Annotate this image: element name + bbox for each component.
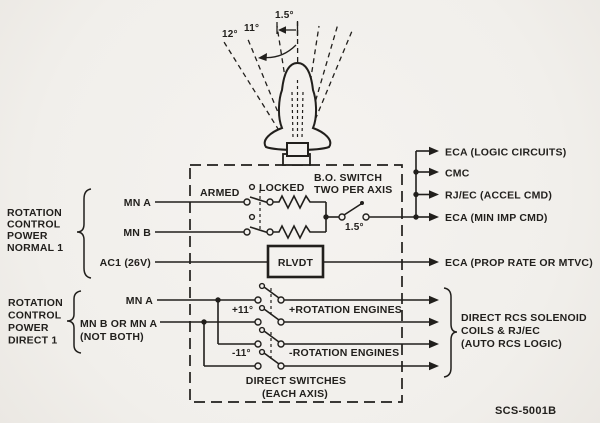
direct-section-circuit: +11° -11° +ROTATION ENGINES -ROTATION EN… (157, 282, 587, 400)
armed-locked-switch (243, 183, 274, 236)
out-eca-minimp: ECA (MIN IMP CMD) (445, 212, 548, 224)
out-rjec-accel: RJ/EC (ACCEL CMD) (445, 190, 552, 202)
figure-code: SCS-5001B (495, 405, 556, 417)
hand-controller-grip (263, 61, 332, 151)
deflection-annotations: 12° 11° 1.5° (222, 10, 299, 61)
grip-stem (286, 142, 309, 157)
sweep-arrowhead (258, 53, 267, 61)
mnb-normal-label: MN B (123, 227, 151, 239)
minus-rotation-engines-label: -ROTATION ENGINES (289, 347, 399, 359)
normal-group-line2: CONTROL (7, 219, 61, 231)
minus11-direct-switch (254, 326, 285, 370)
plus11-label: +11° (232, 305, 253, 316)
minus11-label: -11° (232, 348, 251, 359)
normal-group-line4: NORMAL 1 (7, 242, 63, 254)
mna-direct-label: MN A (126, 295, 153, 307)
direct-group-line1: ROTATION (8, 297, 63, 309)
bo-switch-label2: TWO PER AXIS (314, 184, 392, 196)
out-eca-prop: ECA (PROP RATE OR MTVC) (445, 257, 593, 269)
deg15-arrowhead (278, 26, 286, 34)
bo-switch (338, 201, 370, 221)
direct-group-line3: POWER (8, 322, 49, 334)
bo-switch-label1: B.O. SWITCH (314, 172, 382, 184)
plus11-direct-switch (254, 282, 285, 326)
label-11deg: 11° (244, 23, 259, 34)
normal-group-line3: POWER (7, 230, 48, 242)
out-direct-rcs2: COILS & RJ/EC (461, 325, 540, 337)
direct-output-brace (443, 287, 458, 378)
direct-output-lines (284, 295, 439, 371)
rotation-control-power-normal-group: ROTATION CONTROL POWER NORMAL 1 MN A MN … (7, 188, 151, 279)
prop-arrowhead (429, 257, 439, 267)
mnb-direct-label1: MN B OR MN A (80, 318, 157, 330)
direct-group-line2: CONTROL (8, 310, 62, 322)
label-1p5deg: 1.5° (275, 10, 294, 21)
plus-rotation-engines-label: +ROTATION ENGINES (289, 304, 402, 316)
mnb-direct-label2: (NOT BOTH) (80, 331, 144, 343)
rlvdt-label: RLVDT (278, 257, 314, 269)
ac1-label: AC1 (26V) (100, 257, 151, 269)
rotation-control-power-direct-group: ROTATION CONTROL POWER DIRECT 1 MN A MN … (8, 290, 157, 354)
label-12deg: 12° (222, 29, 238, 40)
armed-label: ARMED (200, 187, 240, 199)
grip-center-dashes (291, 80, 304, 140)
normal-group-brace (76, 188, 92, 279)
normal-output-bus (369, 146, 439, 222)
out-eca-logic: ECA (LOGIC CIRCUITS) (445, 147, 566, 159)
out-direct-rcs1: DIRECT RCS SOLENOID (461, 312, 587, 324)
locked-label: LOCKED (259, 182, 305, 194)
mna-normal-label: MN A (124, 197, 151, 209)
out-direct-rcs3: (AUTO RCS LOGIC) (461, 338, 562, 350)
normal-section-circuit: ARMED LOCKED B.O. SWITCH TWO PER AXIS 1.… (155, 146, 593, 279)
direct-switches-caption1: DIRECT SWITCHES (246, 375, 346, 387)
resistor-mnb (273, 224, 326, 240)
normal-group-line1: ROTATION (7, 207, 62, 219)
resistor-mna (273, 194, 326, 210)
bo-switch-angle: 1.5° (345, 222, 364, 233)
out-cmc: CMC (445, 168, 470, 180)
direct-switches-caption2: (EACH AXIS) (262, 388, 328, 400)
direct-group-brace (66, 290, 82, 354)
direct-group-line4: DIRECT 1 (8, 335, 57, 347)
